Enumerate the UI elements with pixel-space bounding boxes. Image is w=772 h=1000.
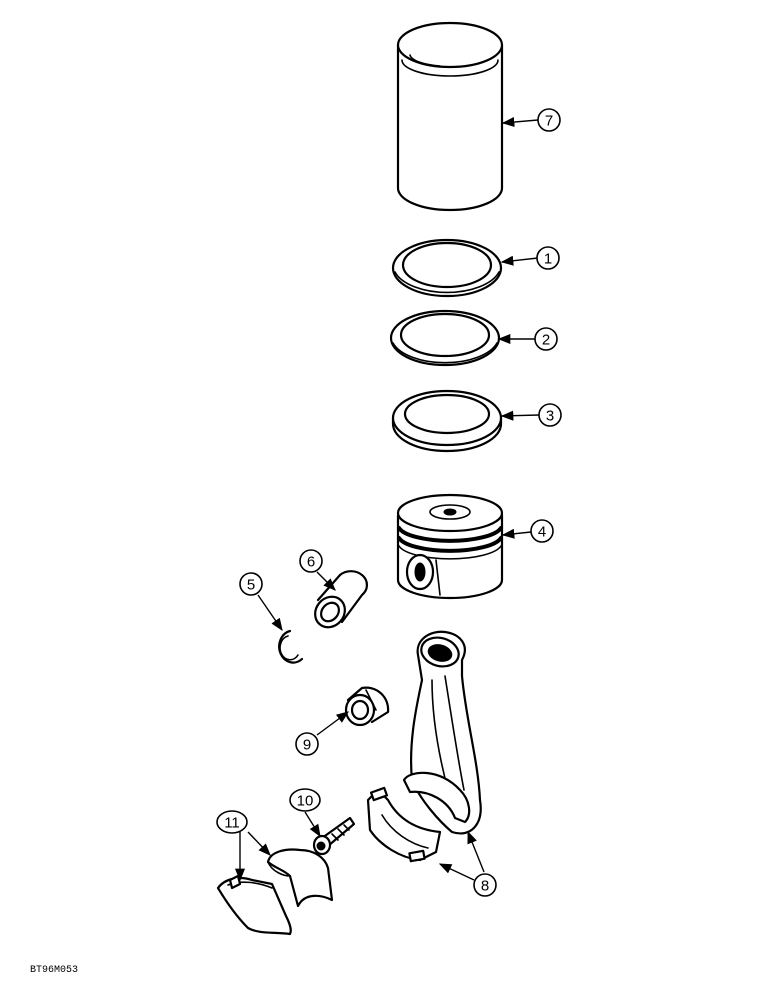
callout-10: 10 <box>289 788 321 812</box>
cylinder-sleeve-part <box>396 21 504 212</box>
callout-8: 8 <box>473 873 497 897</box>
callout-5: 5 <box>239 572 263 596</box>
upper-bearing-shell-part <box>266 848 334 908</box>
svg-text:8: 8 <box>481 878 489 895</box>
piston-ring-top-part <box>391 238 503 298</box>
callout-9: 9 <box>295 732 319 756</box>
svg-text:1: 1 <box>544 251 552 268</box>
callout-7: 7 <box>537 108 561 132</box>
svg-text:10: 10 <box>297 793 314 810</box>
connecting-rod-part <box>366 630 482 863</box>
svg-text:11: 11 <box>224 815 240 832</box>
callout-1: 1 <box>536 246 560 270</box>
svg-text:6: 6 <box>307 554 315 571</box>
callout-2: 2 <box>534 327 558 351</box>
svg-text:9: 9 <box>303 737 311 754</box>
svg-text:2: 2 <box>542 332 550 349</box>
piston-part <box>396 493 504 600</box>
callout-6: 6 <box>299 549 323 573</box>
svg-text:7: 7 <box>545 113 553 130</box>
callout-11: 11 <box>216 810 248 834</box>
svg-text:3: 3 <box>546 408 554 425</box>
oil-ring-part <box>391 389 503 453</box>
svg-text:4: 4 <box>538 524 546 541</box>
small-end-bushing-part <box>344 686 390 727</box>
figure-code: BT96M053 <box>30 965 78 976</box>
rod-bolt-part <box>312 816 356 856</box>
leader-lines <box>234 117 540 882</box>
callout-4: 4 <box>530 519 554 543</box>
retaining-clip-part <box>278 629 304 664</box>
piston-pin-part <box>314 570 369 629</box>
piston-ring-middle-part <box>389 309 501 367</box>
lower-bearing-shell-part <box>216 874 292 936</box>
callout-3: 3 <box>538 403 562 427</box>
svg-text:5: 5 <box>247 577 255 594</box>
